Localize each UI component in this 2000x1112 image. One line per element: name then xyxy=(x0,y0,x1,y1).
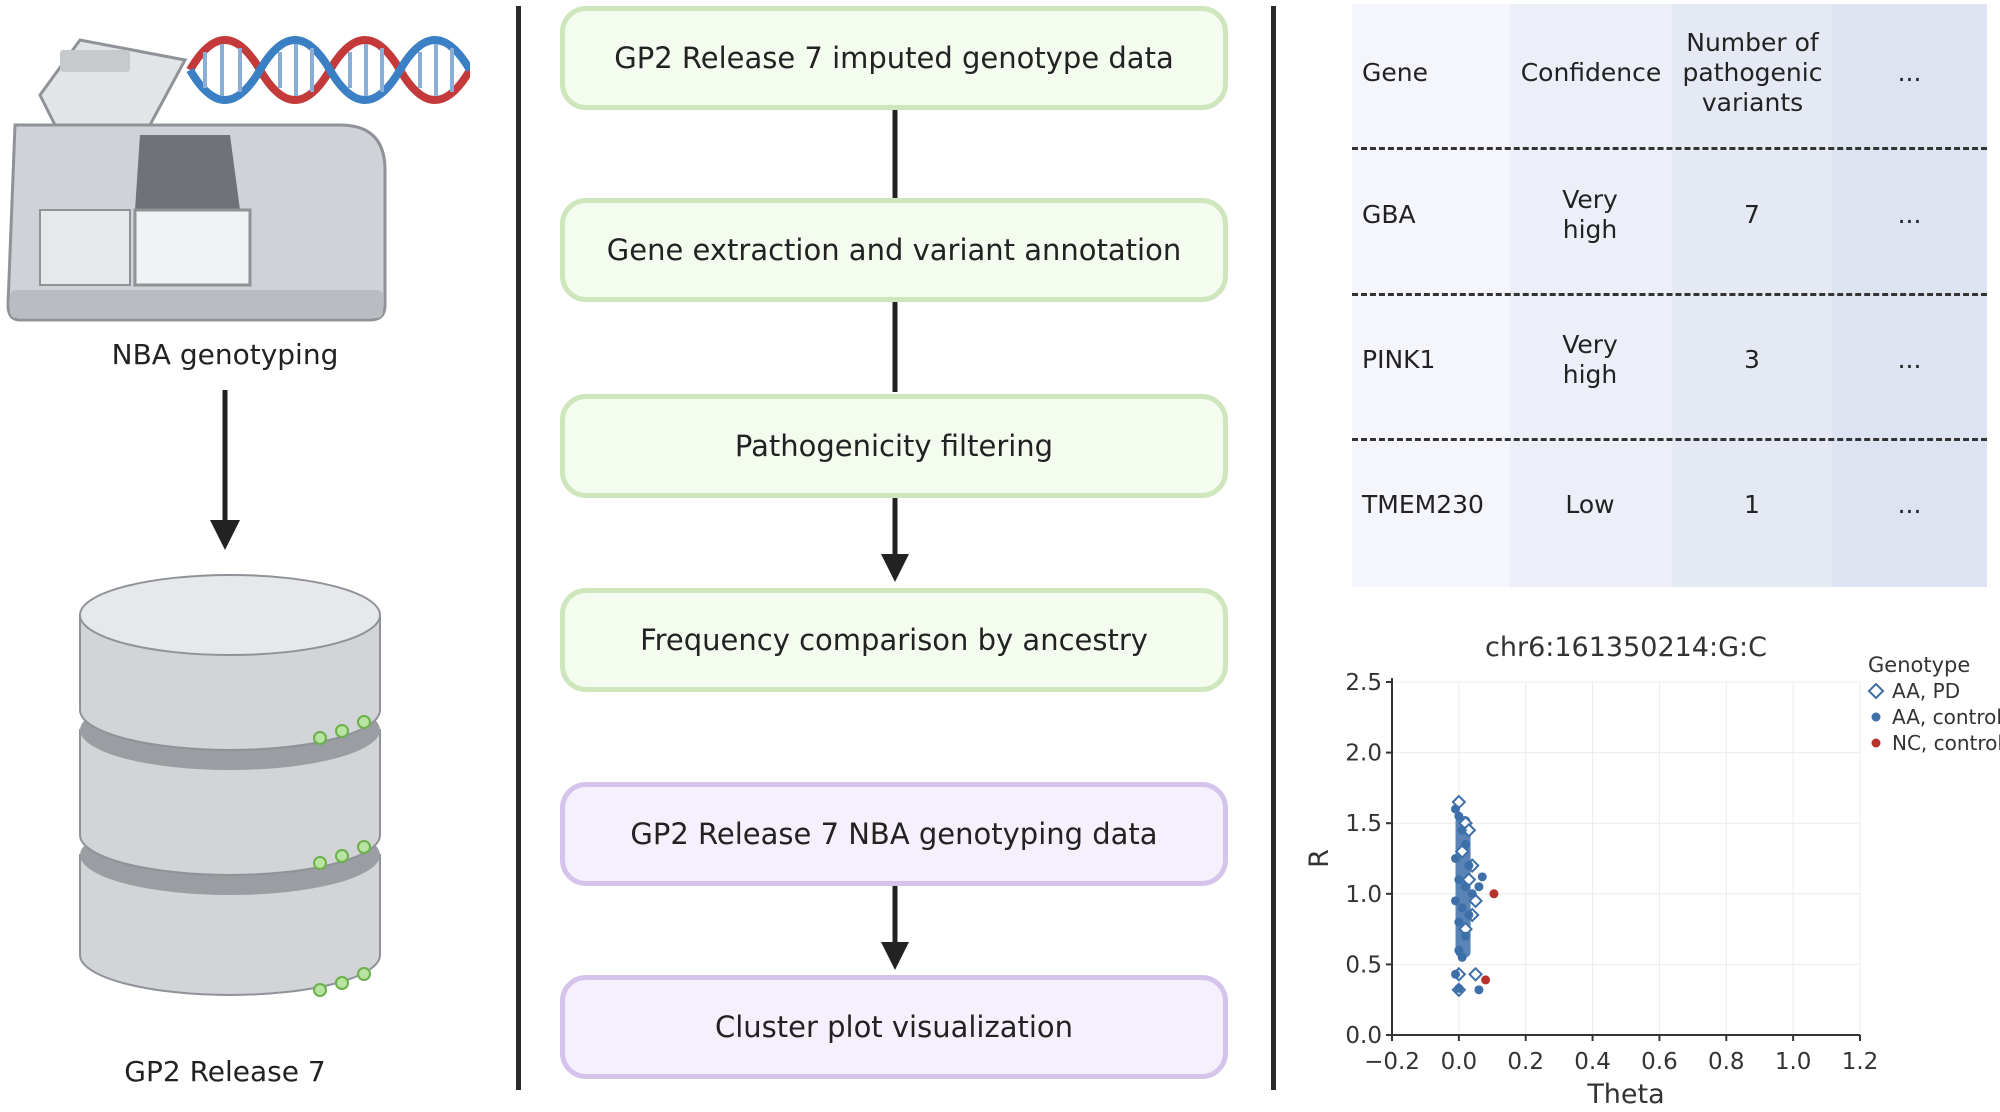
y-axis-label: R xyxy=(1304,849,1335,868)
legend-title: Genotype xyxy=(1868,653,1970,677)
table-cell-more: ... xyxy=(1897,200,1922,229)
legend-label: AA, control xyxy=(1892,705,2000,729)
data-point-aa-control xyxy=(1457,952,1467,962)
database-icon xyxy=(79,574,381,997)
table-cell-count: 1 xyxy=(1744,490,1760,519)
x-axis-label: Theta xyxy=(1586,1079,1664,1110)
legend-marker xyxy=(1871,712,1881,722)
data-point-aa-control xyxy=(1461,839,1471,849)
data-point-aa-control xyxy=(1461,882,1471,892)
table-cell-gene: TMEM230 xyxy=(1362,490,1484,519)
x-tick-label: −0.2 xyxy=(1364,1049,1420,1075)
data-point-aa-control xyxy=(1454,917,1464,927)
table-cell-confidence: Very high xyxy=(1562,330,1618,389)
table-cell-confidence: Low xyxy=(1565,490,1615,519)
flow-step-gene-extraction: Gene extraction and variant annotation xyxy=(560,198,1228,302)
flow-step-imputed-data: GP2 Release 7 imputed genotype data xyxy=(560,6,1228,110)
flow-step-nba-data: GP2 Release 7 NBA genotyping data xyxy=(560,782,1228,886)
flow-step-cluster-plot: Cluster plot visualization xyxy=(560,975,1228,1079)
table-divider xyxy=(1352,293,1987,296)
legend-label: AA, PD xyxy=(1892,679,1960,703)
y-tick-label: 1.5 xyxy=(1345,811,1382,837)
flow-step-pathogenicity: Pathogenicity filtering xyxy=(560,394,1228,498)
data-point-aa-control xyxy=(1474,985,1484,995)
data-point-aa-control xyxy=(1477,872,1487,882)
legend-marker xyxy=(1871,738,1881,748)
data-point-aa-control xyxy=(1454,811,1464,821)
down-arrow-icon xyxy=(881,498,909,582)
data-point-aa-control xyxy=(1451,854,1461,863)
table-divider xyxy=(1352,147,1987,150)
table-cell-count: 7 xyxy=(1744,200,1760,229)
y-tick-label: 0.5 xyxy=(1345,952,1382,978)
table-cell-confidence: Very high xyxy=(1562,185,1618,244)
table-cell-more: ... xyxy=(1897,490,1922,519)
flow-step-frequency: Frequency comparison by ancestry xyxy=(560,588,1228,692)
data-point-aa-control xyxy=(1464,861,1474,871)
data-point-aa-control xyxy=(1461,931,1471,941)
x-tick-label: 0.4 xyxy=(1574,1049,1611,1075)
connector-line xyxy=(892,302,898,392)
right-divider xyxy=(1271,6,1276,1090)
data-point-nc-control xyxy=(1481,975,1491,985)
y-tick-label: 2.0 xyxy=(1345,741,1382,767)
down-arrow-icon xyxy=(881,886,909,970)
dna-helix-icon xyxy=(186,36,470,104)
x-tick-label: 0.8 xyxy=(1708,1049,1745,1075)
genotyping-machine-icon xyxy=(6,36,470,322)
connector-line xyxy=(892,110,898,198)
left-divider xyxy=(516,6,521,1090)
x-tick-label: 0.2 xyxy=(1507,1049,1544,1075)
data-point-aa-control xyxy=(1451,804,1461,814)
data-point-aa-control xyxy=(1464,910,1474,920)
table-cell-gene: PINK1 xyxy=(1362,345,1436,374)
table-cell-more: ... xyxy=(1897,345,1922,374)
data-point-aa-pd xyxy=(1468,966,1483,982)
data-point-aa-control xyxy=(1457,825,1467,835)
data-point-aa-control xyxy=(1457,903,1467,913)
nba-genotyping-label: NBA genotyping xyxy=(111,338,339,371)
data-point-aa-control xyxy=(1454,875,1464,885)
x-tick-label: 1.2 xyxy=(1842,1049,1879,1075)
table-header-gene: Gene xyxy=(1362,57,1428,87)
table-header-more: ... xyxy=(1897,57,1922,87)
legend-label: NC, control xyxy=(1892,731,2000,755)
gp2-release-label: GP2 Release 7 xyxy=(124,1055,326,1088)
data-point-aa-control xyxy=(1454,945,1464,955)
x-tick-label: 1.0 xyxy=(1775,1049,1812,1075)
table-divider xyxy=(1352,438,1987,441)
data-point-aa-control xyxy=(1451,896,1461,906)
table-header-confidence: Confidence xyxy=(1520,57,1662,87)
y-tick-label: 0.0 xyxy=(1345,1023,1382,1049)
x-tick-label: 0.0 xyxy=(1441,1049,1478,1075)
data-point-aa-control xyxy=(1467,889,1477,899)
data-point-aa-control xyxy=(1474,882,1484,892)
down-arrow-icon xyxy=(210,390,240,550)
data-point-nc-control xyxy=(1489,889,1499,899)
table-cell-gene: GBA xyxy=(1362,200,1416,229)
data-point-aa-control xyxy=(1454,983,1464,993)
data-point-aa-control xyxy=(1451,969,1461,979)
x-tick-label: 0.6 xyxy=(1641,1049,1678,1075)
chart-title: chr6:161350214:G:C xyxy=(1485,632,1767,663)
y-tick-label: 1.0 xyxy=(1345,882,1382,908)
y-tick-label: 2.5 xyxy=(1345,670,1382,696)
table-header-count: Number of pathogenic variants xyxy=(1682,27,1823,117)
table-cell-count: 3 xyxy=(1744,345,1760,374)
legend-marker xyxy=(1867,682,1885,700)
